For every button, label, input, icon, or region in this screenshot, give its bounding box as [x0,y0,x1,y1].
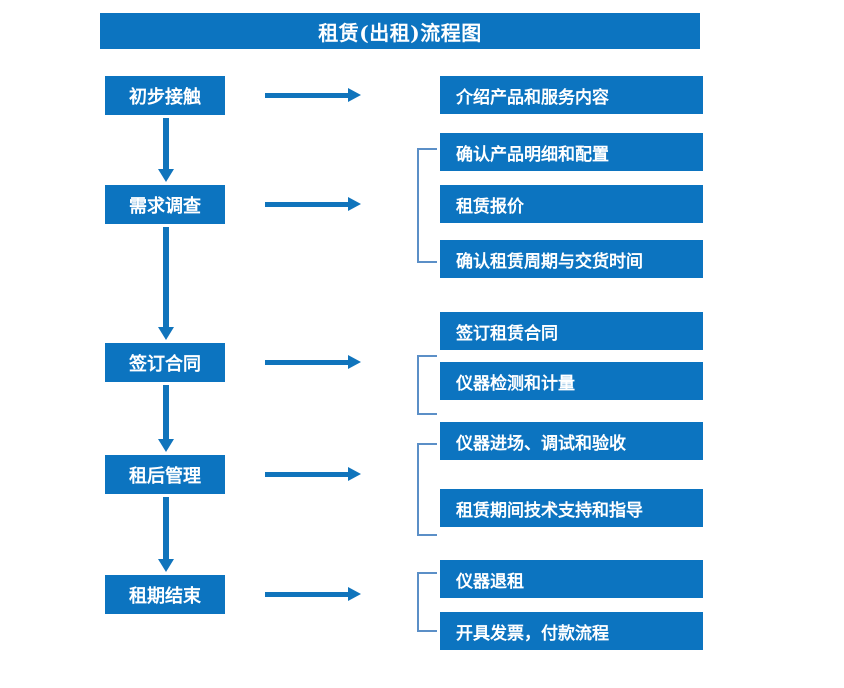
detail-box-5-1[interactable]: 仪器退租 [440,560,703,598]
arrow-shaft [163,118,169,169]
arrow-shaft [265,202,349,207]
arrow-head [158,439,174,452]
detail-box-2-3[interactable]: 确认租赁周期与交货时间 [440,240,703,278]
stage-label: 初步接触 [129,86,201,108]
detail-box-3-2[interactable]: 仪器检测和计量 [440,362,703,400]
detail-label: 租赁报价 [456,196,524,217]
arrow-shaft [265,93,349,98]
detail-label: 仪器进场、调试和验收 [456,433,626,454]
arrow-shaft [265,360,349,365]
stage-label: 签订合同 [129,353,201,375]
horizontal-arrow-stage-1 [265,88,361,102]
arrow-shaft [265,592,349,597]
arrow-shaft [163,497,169,559]
arrow-head [158,559,174,572]
stage-box-2[interactable]: 需求调查 [105,185,225,224]
stage-box-5[interactable]: 租期结束 [105,575,225,614]
page-title-text: 租赁(出租)流程图 [318,20,482,45]
horizontal-arrow-stage-4 [265,467,361,481]
detail-label: 租赁期间技术支持和指导 [456,500,643,521]
arrow-head [348,355,361,369]
arrow-head [158,327,174,340]
arrow-head [348,587,361,601]
stage-label: 租期结束 [129,585,201,607]
detail-label: 确认租赁周期与交货时间 [456,251,643,272]
group-bracket-stage-5 [417,572,437,632]
detail-box-4-2[interactable]: 租赁期间技术支持和指导 [440,489,703,527]
detail-label: 介绍产品和服务内容 [456,87,609,108]
vertical-arrow-3-to-4 [158,385,174,452]
arrow-shaft [163,227,169,327]
vertical-arrow-1-to-2 [158,118,174,182]
group-bracket-stage-3 [417,355,437,415]
detail-label: 签订租赁合同 [456,323,558,344]
detail-label: 仪器退租 [456,571,524,592]
horizontal-arrow-stage-5 [265,587,361,601]
detail-box-1-1[interactable]: 介绍产品和服务内容 [440,76,703,114]
vertical-arrow-4-to-5 [158,497,174,572]
group-bracket-stage-2 [417,148,437,263]
stage-box-3[interactable]: 签订合同 [105,343,225,382]
horizontal-arrow-stage-2 [265,197,361,211]
detail-label: 确认产品明细和配置 [456,144,609,165]
detail-label: 开具发票，付款流程 [456,623,609,644]
detail-box-2-2[interactable]: 租赁报价 [440,185,703,223]
arrow-shaft [265,472,349,477]
detail-label: 仪器检测和计量 [456,373,575,394]
group-bracket-stage-4 [417,443,437,536]
stage-label: 租后管理 [129,465,201,487]
arrow-shaft [163,385,169,439]
detail-box-3-1[interactable]: 签订租赁合同 [440,312,703,350]
stage-box-1[interactable]: 初步接触 [105,76,225,115]
stage-label: 需求调查 [129,195,201,217]
horizontal-arrow-stage-3 [265,355,361,369]
detail-box-5-2[interactable]: 开具发票，付款流程 [440,612,703,650]
detail-box-2-1[interactable]: 确认产品明细和配置 [440,133,703,171]
vertical-arrow-2-to-3 [158,227,174,340]
arrow-head [348,88,361,102]
page-title: 租赁(出租)流程图 [100,13,700,49]
arrow-head [158,169,174,182]
detail-box-4-1[interactable]: 仪器进场、调试和验收 [440,422,703,460]
stage-box-4[interactable]: 租后管理 [105,455,225,494]
arrow-head [348,467,361,481]
arrow-head [348,197,361,211]
